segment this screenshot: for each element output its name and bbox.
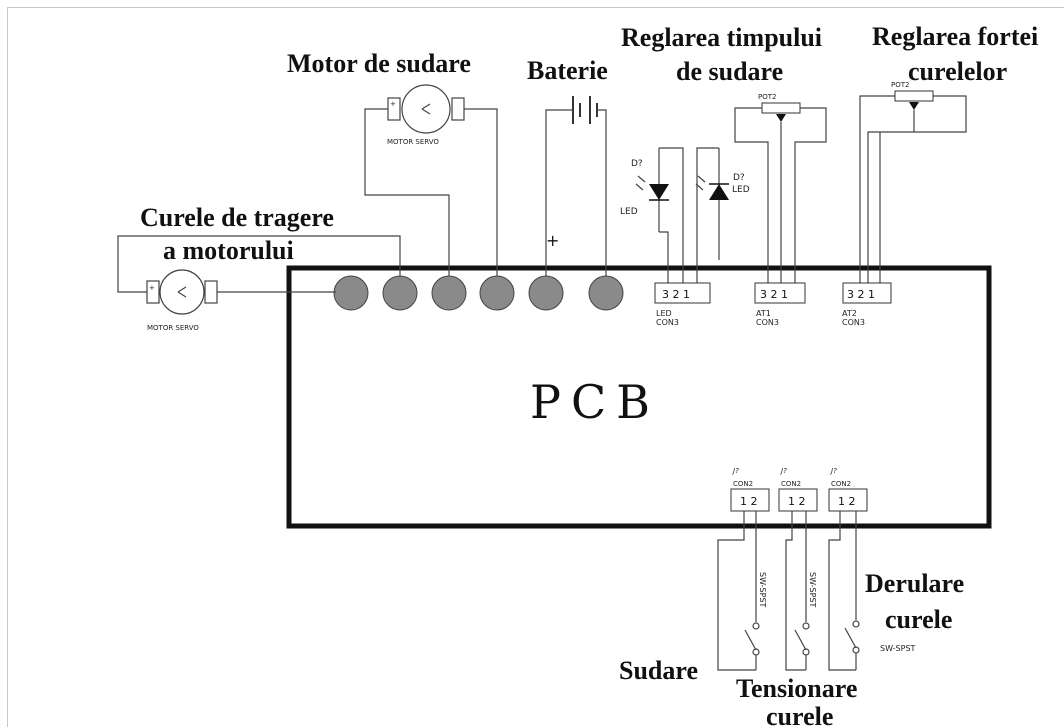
label-forta-line2: curelelor [908,57,1007,86]
led-2: D? LED [695,148,750,260]
label-tensionare-line1: Tensionare [736,674,857,703]
pad-2 [382,275,418,311]
svg-text:J?: J? [829,467,837,475]
svg-text:1 2: 1 2 [838,495,856,508]
led-1: D? LED [620,148,669,232]
svg-text:LED: LED [620,207,638,217]
pad-1 [333,275,369,311]
svg-text:SW-SPST: SW-SPST [880,644,916,653]
label-sudare: Sudare [619,656,698,685]
con2-tensionare: J? CON2 1 2 [778,467,818,512]
svg-text:SW-SPST: SW-SPST [758,572,767,608]
svg-text:3 2 1: 3 2 1 [760,288,788,301]
svg-text:SW-SPST: SW-SPST [808,572,817,608]
svg-text:CON2: CON2 [781,480,801,488]
pot-forta-wires [859,95,967,283]
pad-5 [528,275,564,311]
con2-sudare: J? CON2 1 2 [730,467,770,512]
svg-text:CON3: CON3 [656,318,679,327]
pad-3 [431,275,467,311]
at1-connector: 3 2 1 AT1 CON3 [754,282,806,327]
svg-text:D?: D? [631,159,643,169]
label-tragere-line2: a motorului [163,236,294,265]
svg-text:D?: D? [733,173,745,183]
battery-plus: + [546,231,559,250]
svg-text:CON3: CON3 [756,318,779,327]
pcb-label: PCB [530,375,660,429]
svg-text:+: + [390,100,396,108]
left-motor-label: MOTOR SERVO [147,324,199,332]
switch-tensionare: SW-SPST [785,511,817,671]
svg-text:1 2: 1 2 [788,495,806,508]
svg-text:AT1: AT1 [756,309,771,318]
label-forta-line1: Reglarea fortei [872,22,1038,51]
top-motor-wires [364,108,498,276]
pcb-pads [333,275,624,311]
svg-text:3 2 1: 3 2 1 [847,288,875,301]
battery-wires [545,109,607,276]
led-connector: 3 2 1 LED CON3 [654,282,711,327]
switch-derulare: SW-SPST [828,511,916,671]
pad-4 [479,275,515,311]
svg-text:LED: LED [732,185,750,195]
switch-sudare: SW-SPST [717,511,767,671]
svg-text:POT2: POT2 [758,93,776,101]
label-timp-line2: de sudare [676,57,783,86]
pad-6 [588,275,624,311]
svg-text:1 2: 1 2 [740,495,758,508]
at2-connector: 3 2 1 AT2 CON3 [842,282,892,327]
svg-text:J?: J? [779,467,787,475]
svg-text:POT2: POT2 [891,81,909,89]
label-baterie: Baterie [527,56,608,85]
led-wires [659,147,719,283]
pot-timp-wires [734,107,827,283]
label-motor-sudare: Motor de sudare [287,49,471,78]
svg-text:+: + [149,284,155,292]
svg-text:AT2: AT2 [842,309,857,318]
label-tensionare-line2: curele [766,702,833,727]
con2-derulare: J? CON2 1 2 [828,467,868,512]
left-motor-servo: + MOTOR SERVO [146,269,218,332]
label-derulare-line1: Derulare [865,569,964,598]
svg-text:J?: J? [731,467,739,475]
svg-text:3 2 1: 3 2 1 [662,288,690,301]
battery-symbol [572,96,598,124]
diagram-frame [7,7,1064,727]
pcb-board [286,265,992,529]
pot-timp: POT2 [758,93,801,122]
svg-text:LED: LED [656,309,672,318]
left-motor-wires [117,235,401,293]
top-motor-servo: + MOTOR SERVO [387,84,465,146]
label-derulare-line2: curele [885,605,952,634]
svg-text:CON3: CON3 [842,318,865,327]
svg-text:CON2: CON2 [831,480,851,488]
top-motor-label: MOTOR SERVO [387,138,439,146]
label-timp-line1: Reglarea timpului [621,23,822,52]
svg-text:CON2: CON2 [733,480,753,488]
label-tragere-line1: Curele de tragere [140,203,334,232]
